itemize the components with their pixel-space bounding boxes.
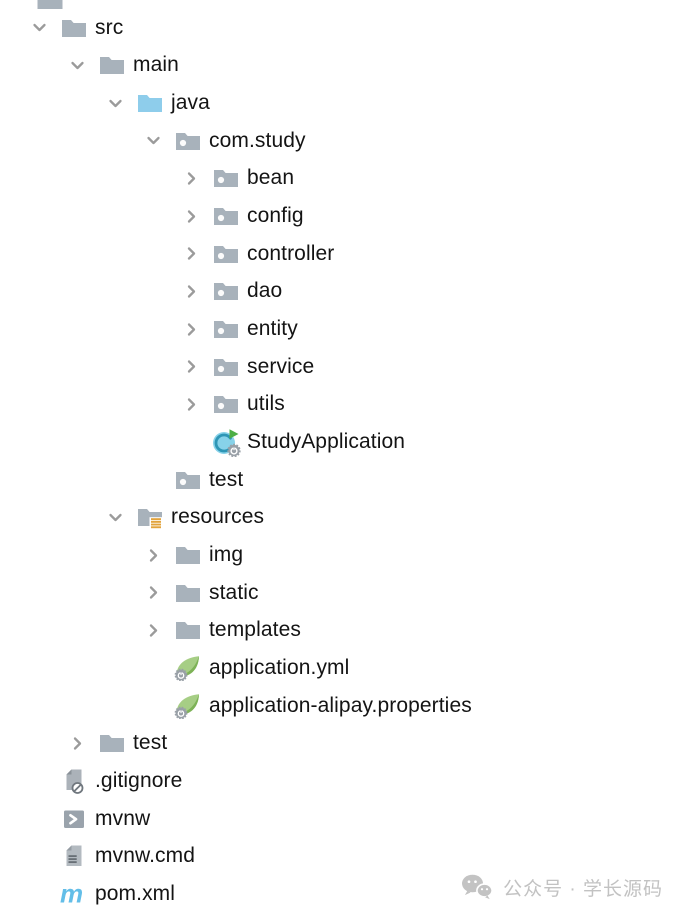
tree-item-pom-xml[interactable]: m pom.xml <box>0 875 681 913</box>
tree-item-label: utils <box>247 392 285 416</box>
tree-item-dao[interactable]: dao <box>0 273 681 311</box>
tree-item-bean[interactable]: bean <box>0 160 681 198</box>
tree-item-config[interactable]: config <box>0 197 681 235</box>
tree-item-label: test <box>209 467 244 491</box>
tree-item-utils[interactable]: utils <box>0 386 681 424</box>
chevron-right-icon[interactable] <box>172 207 210 226</box>
chevron-right-icon[interactable] <box>172 357 210 376</box>
tree-item-label: com.study <box>209 128 306 152</box>
folder-icon <box>172 618 203 642</box>
tree-item-label: static <box>209 580 259 604</box>
chevron-right-icon[interactable] <box>172 282 210 301</box>
tree-item-img[interactable]: img <box>0 536 681 574</box>
chevron-down-icon[interactable] <box>58 56 96 75</box>
package-icon <box>210 317 241 341</box>
tree-item-label: src <box>95 15 124 39</box>
tree-item-label: controller <box>247 241 335 265</box>
chevron-down-icon[interactable] <box>134 131 172 150</box>
tree-item-templates[interactable]: templates <box>0 612 681 650</box>
tree-item-label: main <box>133 53 179 77</box>
folder-icon <box>96 53 127 77</box>
package-icon <box>210 166 241 190</box>
package-icon <box>172 468 203 492</box>
tree-item-label: java <box>171 91 210 115</box>
folder-partial-icon <box>34 0 65 9</box>
folder-icon <box>58 16 89 40</box>
tree-item-label: config <box>247 204 304 228</box>
package-icon <box>172 129 203 153</box>
tree-item-label: entity <box>247 317 298 341</box>
sources-folder-icon <box>134 91 165 115</box>
tree-item-label: bean <box>247 166 295 190</box>
tree-item-label: dao <box>247 279 283 303</box>
watermark-text: 公众号 · 学长源码 <box>503 878 663 900</box>
watermark: 公众号 · 学长源码 <box>460 873 663 901</box>
tree-item-mvnw[interactable]: mvnw <box>0 800 681 838</box>
package-icon <box>210 355 241 379</box>
chevron-down-icon[interactable] <box>96 94 134 113</box>
text-file-icon <box>58 843 89 869</box>
tree-item-entity[interactable]: entity <box>0 310 681 348</box>
chevron-right-icon[interactable] <box>134 621 172 640</box>
tree-item-partial <box>0 0 681 9</box>
spring-config-icon <box>172 655 203 681</box>
folder-icon <box>172 543 203 567</box>
chevron-down-icon[interactable] <box>20 18 58 37</box>
spring-config-icon <box>172 693 203 719</box>
svg-text:m: m <box>60 881 83 907</box>
chevron-right-icon[interactable] <box>172 395 210 414</box>
tree-item-test[interactable]: test <box>0 724 681 762</box>
tree-item--gitignore[interactable]: .gitignore <box>0 762 681 800</box>
tree-item-label: mvnw <box>95 806 151 830</box>
chevron-down-icon[interactable] <box>96 508 134 527</box>
tree-item-mvnw-cmd[interactable]: mvnw.cmd <box>0 837 681 875</box>
tree-item-static[interactable]: static <box>0 574 681 612</box>
tree-item-label: application-alipay.properties <box>209 693 472 717</box>
tree-item-com-study[interactable]: com.study <box>0 122 681 160</box>
tree-item-application-alipay-properties[interactable]: application-alipay.properties <box>0 687 681 725</box>
maven-icon: m <box>58 881 89 907</box>
tree-item-label: templates <box>209 618 301 642</box>
tree-item-label: StudyApplication <box>247 430 406 454</box>
package-icon <box>210 392 241 416</box>
tree-item-label: mvnw.cmd <box>95 844 195 868</box>
tree-item-application-yml[interactable]: application.yml <box>0 649 681 687</box>
tree-item-label: pom.xml <box>95 881 176 905</box>
chevron-right-icon[interactable] <box>134 546 172 565</box>
tree-item-label: resources <box>171 505 265 529</box>
tree-item-main[interactable]: main <box>0 47 681 85</box>
tree-item-controller[interactable]: controller <box>0 235 681 273</box>
chevron-right-icon[interactable] <box>58 734 96 753</box>
package-icon <box>210 279 241 303</box>
tree-item-test[interactable]: test <box>0 461 681 499</box>
folder-icon <box>96 731 127 755</box>
tree-item-studyapplication[interactable]: StudyApplication <box>0 423 681 461</box>
chevron-right-icon[interactable] <box>172 169 210 188</box>
tree-item-service[interactable]: service <box>0 348 681 386</box>
ignored-file-icon <box>58 767 89 795</box>
shell-script-icon <box>58 806 89 832</box>
tree-item-java[interactable]: java <box>0 84 681 122</box>
package-icon <box>210 204 241 228</box>
tree-item-label: application.yml <box>209 655 350 679</box>
runnable-class-icon <box>210 428 241 457</box>
tree-item-label: service <box>247 354 315 378</box>
tree-item-label: test <box>133 731 168 755</box>
package-icon <box>210 242 241 266</box>
tree-item-resources[interactable]: resources <box>0 499 681 537</box>
tree-item-label: img <box>209 543 244 567</box>
wechat-icon <box>460 873 494 901</box>
chevron-right-icon[interactable] <box>172 244 210 263</box>
folder-icon <box>172 581 203 605</box>
tree-item-src[interactable]: src <box>0 9 681 47</box>
resources-folder-icon <box>134 505 165 530</box>
chevron-right-icon[interactable] <box>134 583 172 602</box>
tree-item-label: .gitignore <box>95 768 183 792</box>
chevron-right-icon[interactable] <box>172 320 210 339</box>
